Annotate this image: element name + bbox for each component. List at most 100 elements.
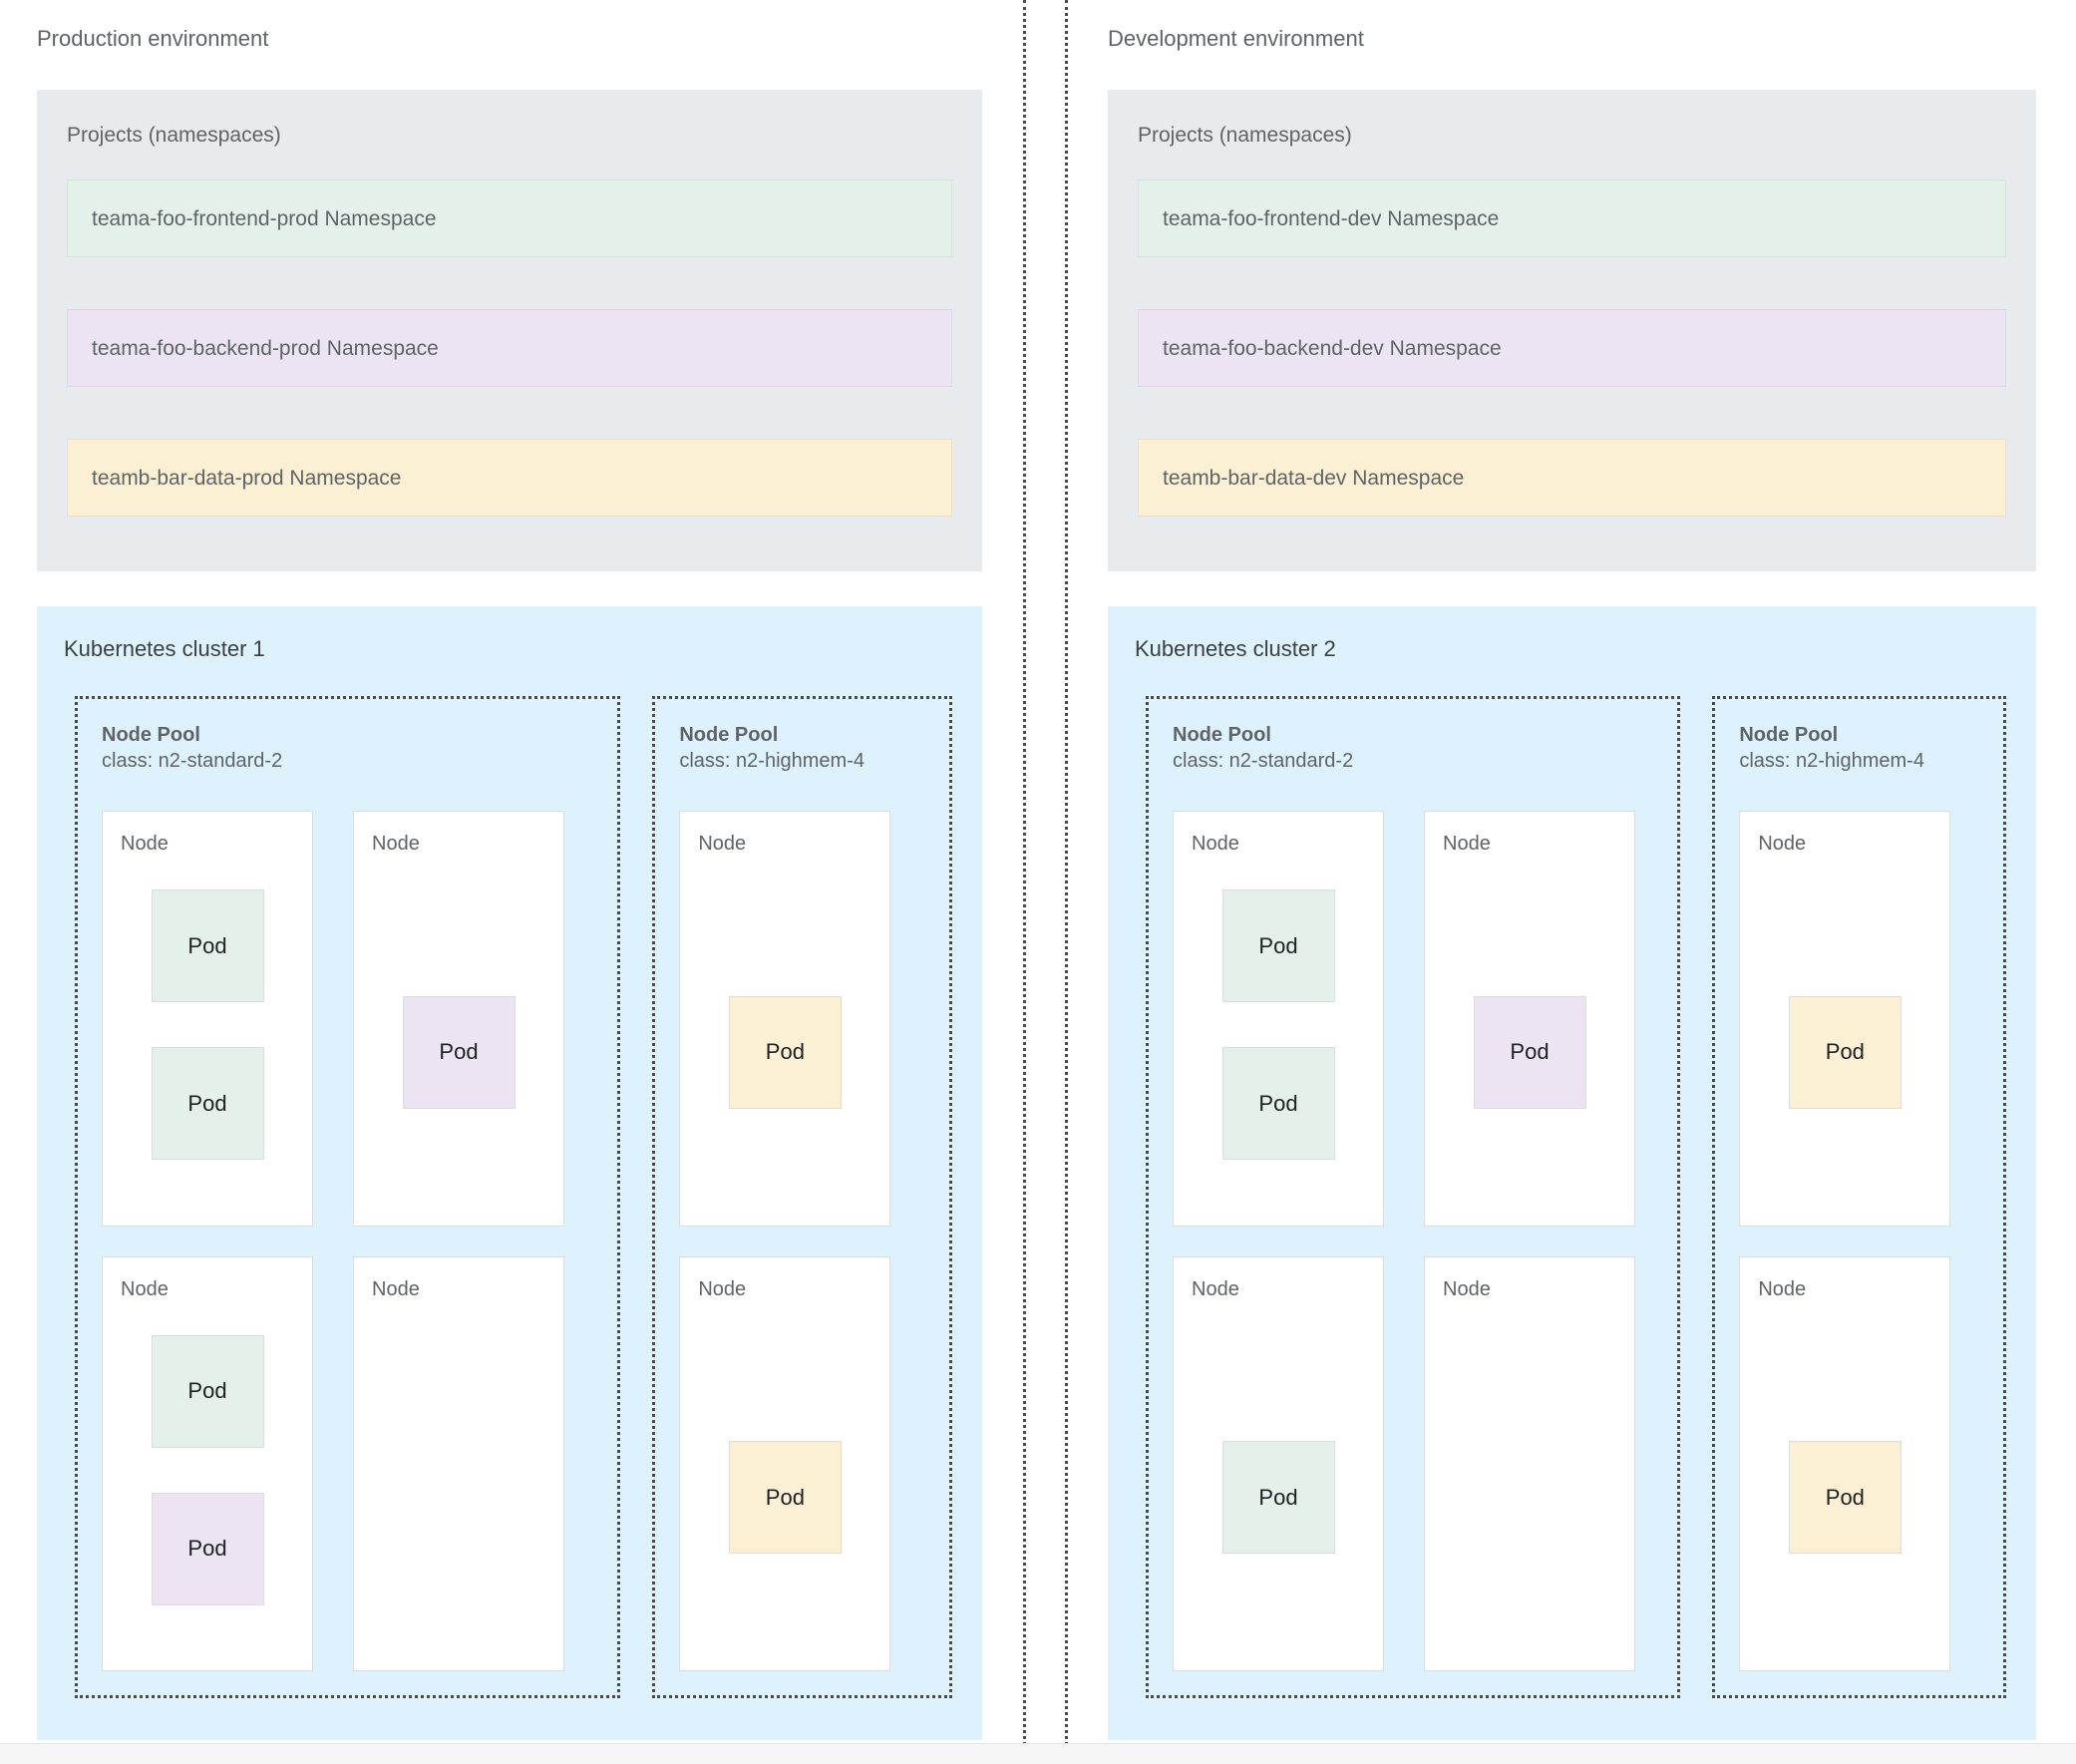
pod[interactable]: Pod (402, 995, 516, 1109)
node-label: Node (1192, 833, 1239, 855)
node-pool-name: Node Pool (102, 724, 200, 746)
node-pool-header: Node Pool class: n2-highmem-4 (1739, 723, 1924, 774)
node-box[interactable]: Node Pod (1739, 1255, 1951, 1671)
pod-label: Pod (765, 1484, 805, 1510)
pod-stack: Pod Pod (1174, 889, 1383, 1216)
node-label: Node (698, 833, 747, 855)
kubernetes-cluster-panel-1: Kubernetes cluster 1 Node Pool class: n2… (37, 606, 982, 1740)
projects-panel-development: Projects (namespaces) teama-foo-frontend… (1108, 90, 2036, 571)
page-footer-band (0, 1743, 2076, 1764)
pod[interactable]: Pod (151, 1334, 264, 1448)
pod[interactable]: Pod (1221, 889, 1335, 1002)
pod-label: Pod (439, 1039, 479, 1065)
cluster-title: Kubernetes cluster 2 (1135, 636, 1336, 661)
node-label: Node (372, 833, 420, 855)
namespace-list-production: teama-foo-frontend-prod Namespace teama-… (67, 179, 952, 517)
namespace-row[interactable]: teamb-bar-data-prod Namespace (67, 439, 952, 517)
node-box[interactable]: Node Pod (679, 811, 891, 1227)
pod-stack: Pod Pod (103, 1334, 312, 1661)
projects-panel-title: Projects (namespaces) (1138, 124, 1352, 147)
pod[interactable]: Pod (1473, 995, 1586, 1109)
namespace-row[interactable]: teamb-bar-data-dev Namespace (1138, 439, 2006, 517)
pod-label: Pod (1258, 1484, 1298, 1510)
projects-panel-title: Projects (namespaces) (67, 124, 281, 147)
node-grid: Node Pod Pod Node Pod (102, 811, 593, 1671)
node-pool[interactable]: Node Pool class: n2-standard-2 Node Pod … (75, 696, 621, 1698)
node-box[interactable]: Node Pod (1739, 811, 1951, 1227)
pod-stack: Pod Pod (103, 889, 312, 1216)
pod[interactable]: Pod (1788, 995, 1902, 1109)
node-box[interactable]: Node Pod Pod (102, 811, 313, 1227)
pod-stack: Pod (680, 1335, 889, 1661)
node-pool-container: Node Pool class: n2-standard-2 Node Pod … (75, 696, 952, 1698)
node-row: Node Pod Pod Node Pod (102, 811, 593, 1227)
namespace-row[interactable]: teama-foo-backend-dev Namespace (1138, 309, 2006, 387)
environment-divider-line-left (1023, 0, 1026, 1763)
pod[interactable]: Pod (728, 995, 842, 1109)
namespace-label: teama-foo-frontend-prod Namespace (92, 206, 437, 230)
namespace-row[interactable]: teama-foo-frontend-dev Namespace (1138, 179, 2006, 257)
node-box[interactable]: Node Pod (353, 811, 564, 1227)
pod[interactable]: Pod (151, 1492, 264, 1605)
node-box[interactable]: Node Pod (679, 1255, 891, 1671)
node-box[interactable]: Node Pod (1173, 1255, 1384, 1671)
node-label: Node (698, 1277, 747, 1300)
node-pool-container: Node Pool class: n2-standard-2 Node Pod … (1146, 696, 2006, 1698)
node-box[interactable]: Node (1424, 1255, 1635, 1671)
pod-stack: Pod (1174, 1335, 1383, 1661)
node-row: Node Pod (1739, 811, 1979, 1227)
pod[interactable]: Pod (151, 1047, 264, 1160)
node-pool[interactable]: Node Pool class: n2-standard-2 Node Pod … (1146, 696, 1681, 1698)
node-box[interactable]: Node Pod Pod (1173, 811, 1384, 1227)
namespace-label: teama-foo-frontend-dev Namespace (1163, 206, 1500, 230)
projects-panel-production: Projects (namespaces) teama-foo-frontend… (37, 90, 982, 571)
pod-label: Pod (1258, 932, 1298, 958)
node-pool-class: class: n2-highmem-4 (679, 749, 865, 772)
pod[interactable]: Pod (728, 1441, 842, 1555)
node-pool[interactable]: Node Pool class: n2-highmem-4 Node Pod (1712, 696, 2006, 1698)
namespace-row[interactable]: teama-foo-frontend-prod Namespace (67, 179, 952, 257)
pod[interactable]: Pod (1221, 1441, 1335, 1555)
node-label: Node (1443, 833, 1491, 855)
node-row: Node Pod Node (1173, 1255, 1653, 1671)
pod-label: Pod (1825, 1484, 1865, 1510)
node-row: Node Pod (679, 811, 925, 1227)
node-box[interactable]: Node (353, 1255, 564, 1671)
node-row: Node Pod Pod Node (102, 1255, 593, 1671)
pod[interactable]: Pod (1221, 1047, 1335, 1160)
pod-stack (354, 1335, 563, 1661)
node-grid: Node Pod Node Pod (679, 811, 925, 1671)
kubernetes-cluster-panel-2: Kubernetes cluster 2 Node Pool class: n2… (1108, 606, 2036, 1740)
node-row: Node Pod (1739, 1255, 1979, 1671)
pod-label: Pod (187, 1378, 227, 1403)
node-box[interactable]: Node Pod (1424, 811, 1635, 1227)
pod-stack: Pod (1425, 889, 1634, 1216)
node-box[interactable]: Node Pod Pod (102, 1255, 313, 1671)
namespace-label: teama-foo-backend-dev Namespace (1163, 336, 1502, 360)
node-row: Node Pod (679, 1255, 925, 1671)
environment-title-production: Production environment (37, 26, 269, 51)
pod-label: Pod (765, 1039, 805, 1065)
node-pool[interactable]: Node Pool class: n2-highmem-4 Node Pod (652, 696, 952, 1698)
namespace-label: teama-foo-backend-prod Namespace (92, 336, 439, 360)
environment-title-development: Development environment (1108, 26, 1364, 51)
pod[interactable]: Pod (1788, 1441, 1902, 1555)
pod[interactable]: Pod (151, 889, 264, 1002)
pod-stack: Pod (680, 889, 889, 1216)
pod-stack: Pod (1740, 889, 1949, 1216)
node-label: Node (121, 833, 169, 855)
pod-label: Pod (1258, 1090, 1298, 1116)
node-pool-header: Node Pool class: n2-highmem-4 (679, 723, 865, 774)
pod-stack: Pod (1740, 1335, 1949, 1661)
node-label: Node (121, 1277, 169, 1300)
node-label: Node (1443, 1277, 1491, 1300)
pod-label: Pod (187, 932, 227, 958)
node-pool-header: Node Pool class: n2-standard-2 (102, 723, 282, 774)
node-pool-name: Node Pool (1739, 724, 1839, 746)
namespace-row[interactable]: teama-foo-backend-prod Namespace (67, 309, 952, 387)
namespace-label: teamb-bar-data-dev Namespace (1163, 466, 1465, 490)
node-grid: Node Pod Pod Node Pod (1173, 811, 1653, 1671)
node-label: Node (1758, 833, 1807, 855)
node-row: Node Pod Pod Node Pod (1173, 811, 1653, 1227)
